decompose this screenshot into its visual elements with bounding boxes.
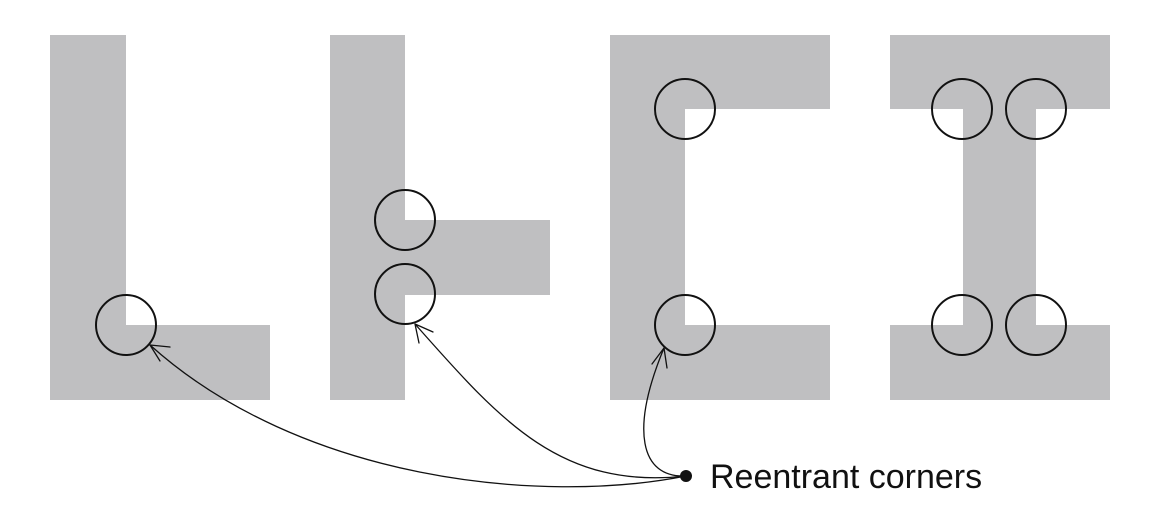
leader-to-l-corner — [149, 344, 687, 488]
leader-to-c-corner — [643, 347, 687, 477]
arrowhead-l-corner — [149, 344, 171, 362]
c-lower-corner-marker — [654, 294, 716, 356]
l-corner-marker — [95, 294, 157, 356]
callout-dot — [680, 470, 692, 482]
i-bottom-right-corner-marker — [1005, 294, 1067, 356]
i-top-left-corner-marker — [931, 78, 993, 140]
i-shape — [890, 35, 1110, 400]
t-upper-corner-marker — [374, 189, 436, 251]
t-lower-corner-marker — [374, 263, 436, 325]
i-bottom-left-corner-marker — [931, 294, 993, 356]
arrowhead-c-corner — [651, 347, 668, 369]
i-top-right-corner-marker — [1005, 78, 1067, 140]
arrowhead-t-corner — [414, 323, 434, 344]
c-upper-corner-marker — [654, 78, 716, 140]
leader-to-t-corner — [414, 323, 687, 479]
c-shape — [610, 35, 830, 400]
callout-label: Reentrant corners — [710, 458, 982, 496]
l-shape — [50, 35, 270, 400]
t-shape — [330, 35, 550, 400]
